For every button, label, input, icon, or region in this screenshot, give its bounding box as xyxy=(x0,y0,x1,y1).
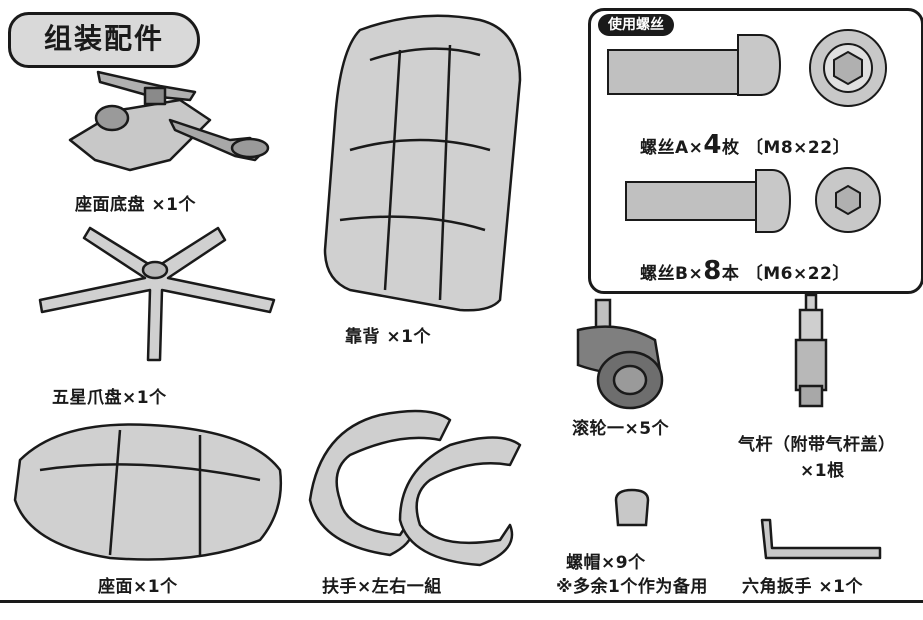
caps-label-1: 螺帽×9个 xyxy=(566,553,646,573)
screw-b-times: × xyxy=(688,264,704,284)
screw-a-name: 螺丝A xyxy=(640,138,689,158)
screw-a-count: 4 xyxy=(703,130,723,160)
hex-wrench-label: 六角扳手 ×1个 xyxy=(742,577,863,597)
screw-b-name: 螺丝B xyxy=(640,264,689,284)
screw-a-spec: 〔M8×22〕 xyxy=(745,138,851,158)
caps-label-2: ※多余1个作为备用 xyxy=(556,577,708,597)
backrest-label: 靠背 ×1个 xyxy=(345,327,431,347)
screw-b-label: 螺丝B×8本 〔M6×22〕 xyxy=(640,256,850,286)
star-base-label: 五星爪盘×1个 xyxy=(52,388,167,408)
screw-b-spec: 〔M6×22〕 xyxy=(745,264,850,284)
page-title: 组装配件 xyxy=(8,12,200,68)
seat-label: 座面×1个 xyxy=(98,577,178,597)
screw-a-times: × xyxy=(688,138,704,158)
casters-label: 滚轮一×5个 xyxy=(572,419,670,439)
screw-a-label: 螺丝A×4枚 〔M8×22〕 xyxy=(640,130,850,160)
screw-a-unit: 枚 xyxy=(722,138,740,158)
seat-base-label: 座面底盘 ×1个 xyxy=(75,195,196,215)
gas-lift-label-1: 气杆（附带气杆盖） xyxy=(738,435,896,455)
gas-lift-label-2: ×1根 xyxy=(800,461,845,481)
bottom-divider xyxy=(0,600,923,603)
armrests-label: 扶手×左右一組 xyxy=(322,577,442,597)
screw-b-unit: 本 xyxy=(721,264,740,284)
screw-tag: 使用螺丝 xyxy=(598,14,674,36)
screw-b-count: 8 xyxy=(703,256,722,286)
